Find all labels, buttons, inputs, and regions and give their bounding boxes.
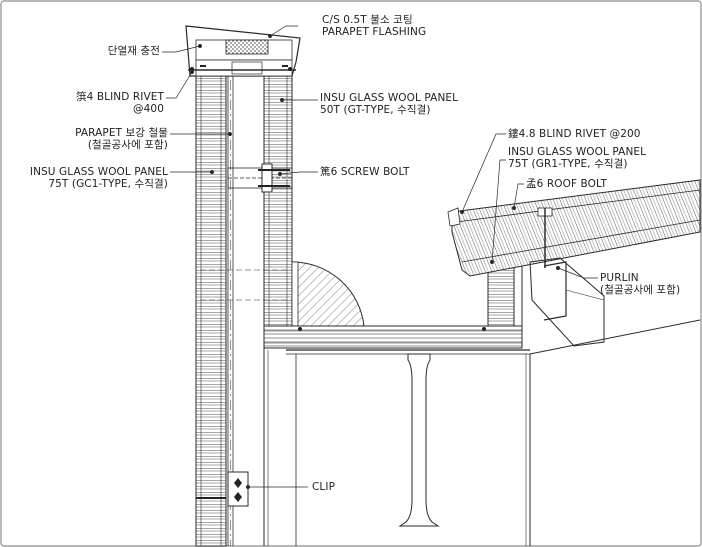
- roof-panel-line1: INSU GLASS WOOL PANEL: [508, 146, 647, 158]
- wall-panel-line2: 75T (GC1-TYPE, 수직결): [48, 178, 168, 190]
- blind-rivet4-line2: @400: [133, 103, 164, 115]
- screw-bolt-label: 篤6 SCREW BOLT: [320, 166, 410, 178]
- flashing-label: C/S 0.5T 불소 코팅 PARAPET FLASHING: [322, 14, 426, 38]
- parapet-frame-line1: PARAPET 보강 철물: [75, 127, 168, 139]
- clip-label: CLIP: [312, 481, 335, 493]
- insulation-fill-text: 단열재 충전: [107, 45, 160, 57]
- blind-rivet48-text: 鏤4.8 BLIND RIVET @200: [508, 128, 641, 140]
- inner-panel-line1: INSU GLASS WOOL PANEL: [320, 92, 459, 104]
- roof-panel-label: INSU GLASS WOOL PANEL 75T (GR1-TYPE, 수직결…: [508, 146, 646, 170]
- inner-panel-line2: 50T (GT-TYPE, 수직결): [320, 104, 431, 116]
- roof-panel: [447, 179, 701, 277]
- blind-rivet4-label: 篊4 BLIND RIVET @400: [40, 91, 164, 115]
- flashing-label-line2: PARAPET FLASHING: [322, 26, 427, 38]
- purlin-line1: PURLIN: [600, 272, 639, 284]
- parapet-frame-label: PARAPET 보강 철물 (철골공사에 포함): [20, 127, 168, 151]
- inner-panel-label: INSU GLASS WOOL PANEL 50T (GT-TYPE, 수직결): [320, 92, 458, 116]
- clip: [196, 471, 249, 507]
- blind-rivet48-label: 鏤4.8 BLIND RIVET @200: [508, 128, 641, 140]
- parapet-frame-line2: (철골공사에 포함): [87, 139, 168, 151]
- roof-bolt-text: 孟6 ROOF BOLT: [526, 178, 608, 190]
- purlin-line2: (철골공사에 포함): [600, 284, 681, 296]
- wall-panel-label: INSU GLASS WOOL PANEL 75T (GC1-TYPE, 수직결…: [4, 166, 168, 190]
- corner-quarter-round: [291, 261, 365, 327]
- roof-panel-line2: 75T (GR1-TYPE, 수직결): [508, 158, 628, 170]
- roof-side-wall: [487, 248, 523, 348]
- leader-lines: [162, 25, 598, 489]
- insulation-fill-label: 단열재 충전: [84, 45, 160, 57]
- screw-bolt-text: 篤6 SCREW BOLT: [320, 166, 410, 178]
- parapet-flashing: [185, 25, 301, 77]
- insulation-fill: [225, 39, 269, 55]
- purlin-label: PURLIN (철골공사에 포함): [600, 272, 680, 296]
- inner-wall-panel: [263, 75, 293, 327]
- gutter-base-panel: [263, 325, 523, 349]
- blind-rivet4-line1: 篊4 BLIND RIVET: [76, 91, 164, 103]
- purlin: [529, 257, 605, 347]
- screw-bolt-bracket: [227, 163, 293, 193]
- wall-panel-line1: INSU GLASS WOOL PANEL: [29, 166, 168, 178]
- steel-beam: [286, 319, 701, 546]
- rivet-icon: [190, 67, 194, 71]
- parapet-frame: [227, 76, 234, 546]
- rivet-icon: [288, 67, 292, 71]
- roof-bolt-label: 孟6 ROOF BOLT: [526, 178, 607, 190]
- flashing-label-line1: C/S 0.5T 불소 코팅: [322, 14, 413, 26]
- outer-wall-panel: [195, 75, 227, 547]
- clip-text: CLIP: [312, 481, 336, 493]
